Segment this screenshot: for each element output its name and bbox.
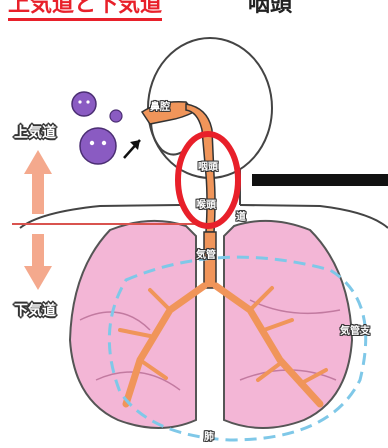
- virus-icon: [110, 110, 122, 122]
- upper-airway-label: 上気道: [14, 122, 56, 142]
- virus-icon: [80, 128, 116, 164]
- right-lung: [224, 221, 352, 428]
- lung-label: 肺: [204, 428, 214, 443]
- bronchi-label: 気管支: [340, 322, 370, 337]
- pointer-bar: [252, 174, 388, 186]
- pharynx-label: 咽頭: [198, 158, 218, 173]
- down-arrow-icon: [24, 234, 52, 290]
- nasal-cavity-label: 鼻腔: [150, 98, 170, 113]
- lower-airway-label: 下気道: [14, 300, 56, 320]
- up-arrow-icon: [24, 150, 52, 214]
- trachea-label: 気管: [196, 246, 216, 261]
- virus-icon: [72, 92, 96, 116]
- trachea-partial-label: 道: [236, 208, 246, 223]
- larynx-label: 喉頭: [196, 196, 216, 211]
- left-lung: [70, 221, 196, 428]
